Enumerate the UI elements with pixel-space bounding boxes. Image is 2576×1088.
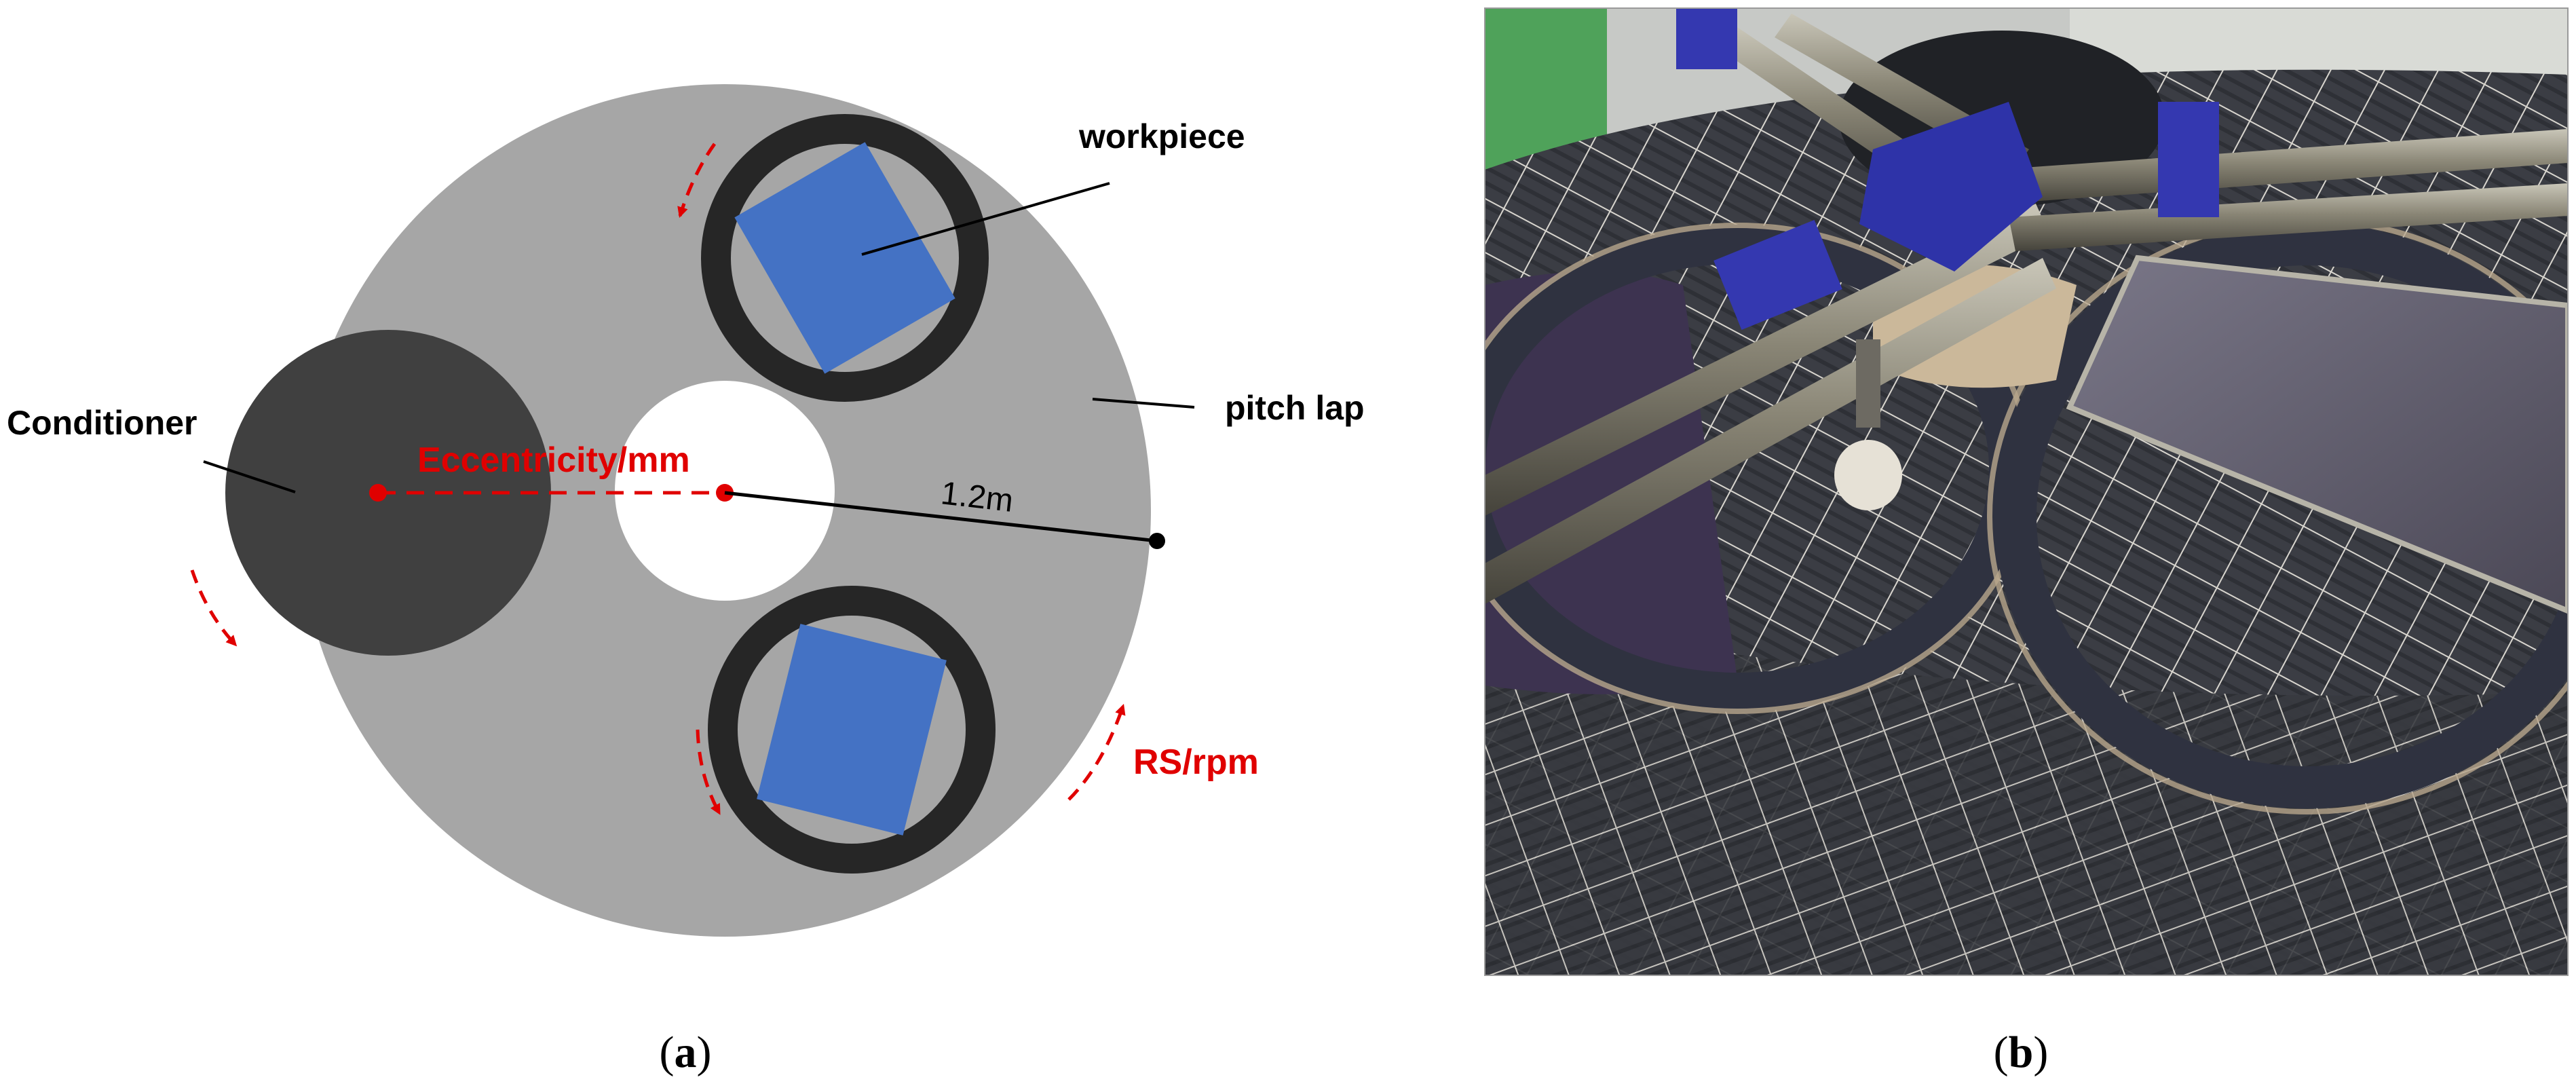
conditioner-leader — [203, 460, 296, 493]
conditioner-label: Conditioner — [7, 404, 197, 442]
panel-a-schematic: workpiece Conditioner pitch lap Eccentri… — [7, 84, 1365, 1077]
radius-line — [724, 491, 1158, 543]
panel-b-photo — [1485, 8, 2568, 975]
rotation-speed-label: RS/rpm — [1133, 743, 1259, 782]
conditioner-rotation-arrow — [190, 569, 238, 647]
conditioner-center-dot — [369, 484, 387, 502]
lower-rotation-arrow — [696, 729, 721, 815]
workpiece-label: workpiece — [1078, 117, 1245, 155]
panel-a-caption: (a) — [660, 1028, 712, 1077]
workpiece-leader — [861, 182, 1110, 256]
eccentricity-label: Eccentricity/mm — [417, 440, 690, 480]
lap-rotation-arrow — [1067, 703, 1126, 801]
upper-workpiece — [734, 142, 955, 374]
radius-label: 1.2m — [939, 475, 1015, 519]
panel-b-caption: (b) — [1994, 1028, 2049, 1077]
panel-b-frame — [1484, 7, 2569, 976]
lower-workpiece — [757, 624, 947, 836]
upper-workpiece-ring — [701, 114, 989, 402]
pitch-lap-label: pitch lap — [1225, 389, 1365, 427]
lower-workpiece-ring — [708, 586, 996, 874]
upper-rotation-arrow — [677, 143, 717, 219]
pitch-lap-leader — [1092, 398, 1195, 409]
radius-end-dot — [1149, 533, 1165, 549]
